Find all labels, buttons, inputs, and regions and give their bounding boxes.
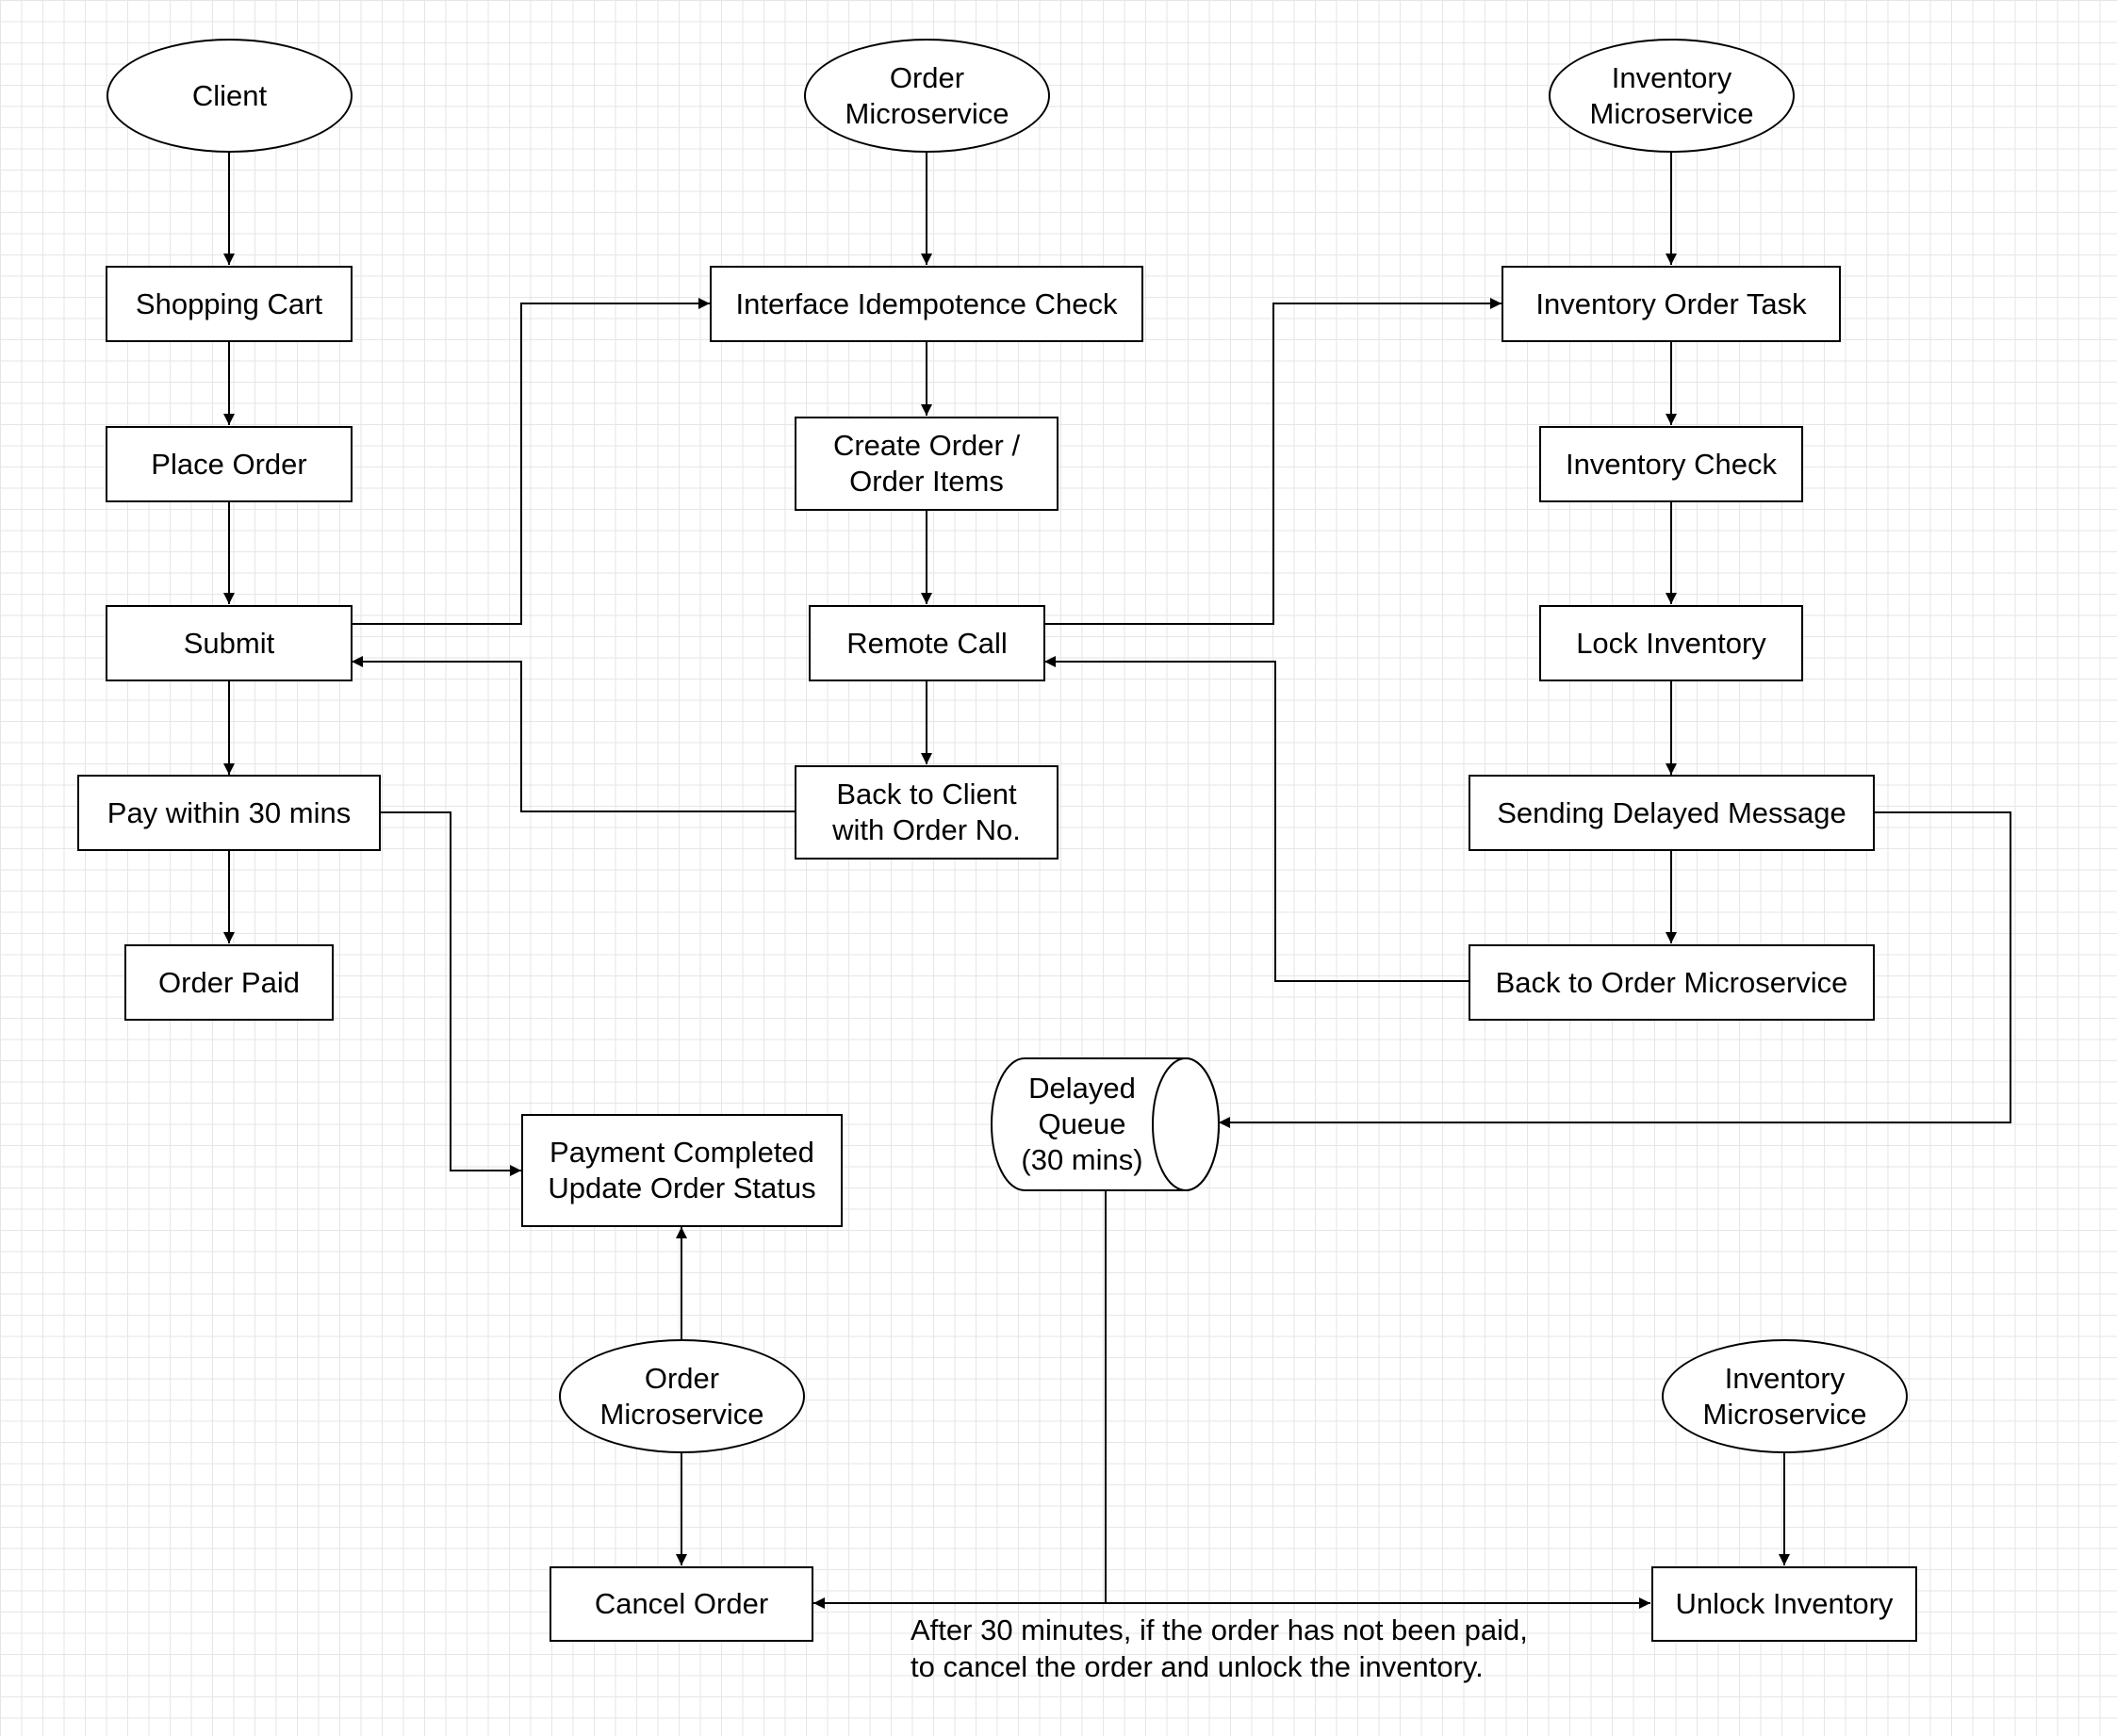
inventory-ms-bottom-line1: Inventory (1724, 1361, 1846, 1395)
order-microservice-bottom: Order Microservice (559, 1339, 805, 1453)
idempotence-check-step: Interface Idempotence Check (710, 266, 1143, 342)
payment-completed-line1: Payment Completed (550, 1136, 814, 1170)
timeout-note-line2: to cancel the order and unlock the inven… (911, 1649, 1484, 1683)
shopping-cart-label: Shopping Cart (135, 287, 323, 320)
order-ms-bottom-line2: Microservice (599, 1397, 764, 1431)
inventory-ms-bottom-line2: Microservice (1702, 1397, 1867, 1431)
delayed-queue-label: Delayed Queue (30 mins) (1007, 1058, 1157, 1190)
arrow-remote-to-inventory-task (1044, 298, 1502, 625)
inventory-microservice-top: Inventory Microservice (1549, 39, 1795, 153)
place-order-label: Place Order (151, 447, 307, 481)
inventory-ms-top-line2: Microservice (1589, 96, 1754, 130)
back-to-client-line2: with Order No. (832, 813, 1021, 846)
back-to-client-step: Back to Client with Order No. (795, 765, 1058, 860)
arrow-sending-to-queue (1219, 811, 2011, 1128)
inventory-check-label: Inventory Check (1566, 447, 1777, 481)
submit-label: Submit (183, 626, 275, 660)
inventory-ms-top-line1: Inventory (1611, 60, 1732, 94)
order-ms-bottom-line1: Order (644, 1361, 720, 1395)
cancel-order-step: Cancel Order (550, 1566, 813, 1642)
lock-inventory-step: Lock Inventory (1539, 605, 1803, 681)
back-to-order-ms-label: Back to Order Microservice (1495, 965, 1848, 999)
pay-within-label: Pay within 30 mins (107, 795, 352, 829)
order-ms-top-line1: Order (889, 60, 965, 94)
arrow-back-to-client-to-submit (352, 656, 795, 812)
remote-call-label: Remote Call (846, 626, 1008, 660)
place-order-step: Place Order (106, 426, 353, 502)
unlock-inventory-label: Unlock Inventory (1675, 1587, 1894, 1621)
inventory-check-step: Inventory Check (1539, 426, 1803, 502)
arrow-pay-to-payment-completed (380, 811, 521, 1176)
order-paid-step: Order Paid (124, 944, 334, 1021)
sending-delayed-message-step: Sending Delayed Message (1469, 775, 1875, 851)
delayed-queue-line2: Queue (1038, 1107, 1126, 1141)
delayed-queue (991, 1057, 1220, 1191)
unlock-inventory-step: Unlock Inventory (1651, 1566, 1917, 1642)
idempotence-check-label: Interface Idempotence Check (735, 287, 1118, 320)
timeout-note-line1: After 30 minutes, if the order has not b… (911, 1613, 1528, 1646)
delayed-queue-line1: Delayed (1028, 1072, 1136, 1105)
order-ms-top-line2: Microservice (845, 96, 1009, 130)
create-order-line1: Create Order / (832, 429, 1021, 463)
lock-inventory-label: Lock Inventory (1576, 626, 1766, 660)
client-actor: Client (107, 39, 353, 153)
inventory-order-task-label: Inventory Order Task (1535, 287, 1807, 320)
inventory-microservice-bottom: Inventory Microservice (1662, 1339, 1908, 1453)
cancel-order-label: Cancel Order (594, 1587, 769, 1621)
submit-step: Submit (106, 605, 353, 681)
back-to-client-line1: Back to Client (836, 778, 1017, 811)
client-actor-label: Client (191, 78, 268, 112)
arrow-back-to-order-to-remote (1044, 656, 1469, 982)
delayed-queue-line3: (30 mins) (1021, 1142, 1143, 1176)
payment-completed-line2: Update Order Status (548, 1171, 816, 1204)
remote-call-step: Remote Call (809, 605, 1045, 681)
sending-delayed-message-label: Sending Delayed Message (1497, 795, 1846, 829)
create-order-step: Create Order / Order Items (795, 417, 1058, 511)
shopping-cart-step: Shopping Cart (106, 266, 353, 342)
inventory-order-task-step: Inventory Order Task (1502, 266, 1841, 342)
timeout-note: After 30 minutes, if the order has not b… (911, 1613, 1528, 1686)
pay-within-step: Pay within 30 mins (77, 775, 381, 851)
back-to-order-ms-step: Back to Order Microservice (1469, 944, 1875, 1021)
arrow-submit-to-idempotence (352, 298, 710, 625)
order-paid-label: Order Paid (158, 965, 300, 999)
payment-completed-step: Payment Completed Update Order Status (521, 1114, 843, 1227)
order-microservice-top: Order Microservice (804, 39, 1050, 153)
create-order-line2: Order Items (849, 465, 1004, 498)
